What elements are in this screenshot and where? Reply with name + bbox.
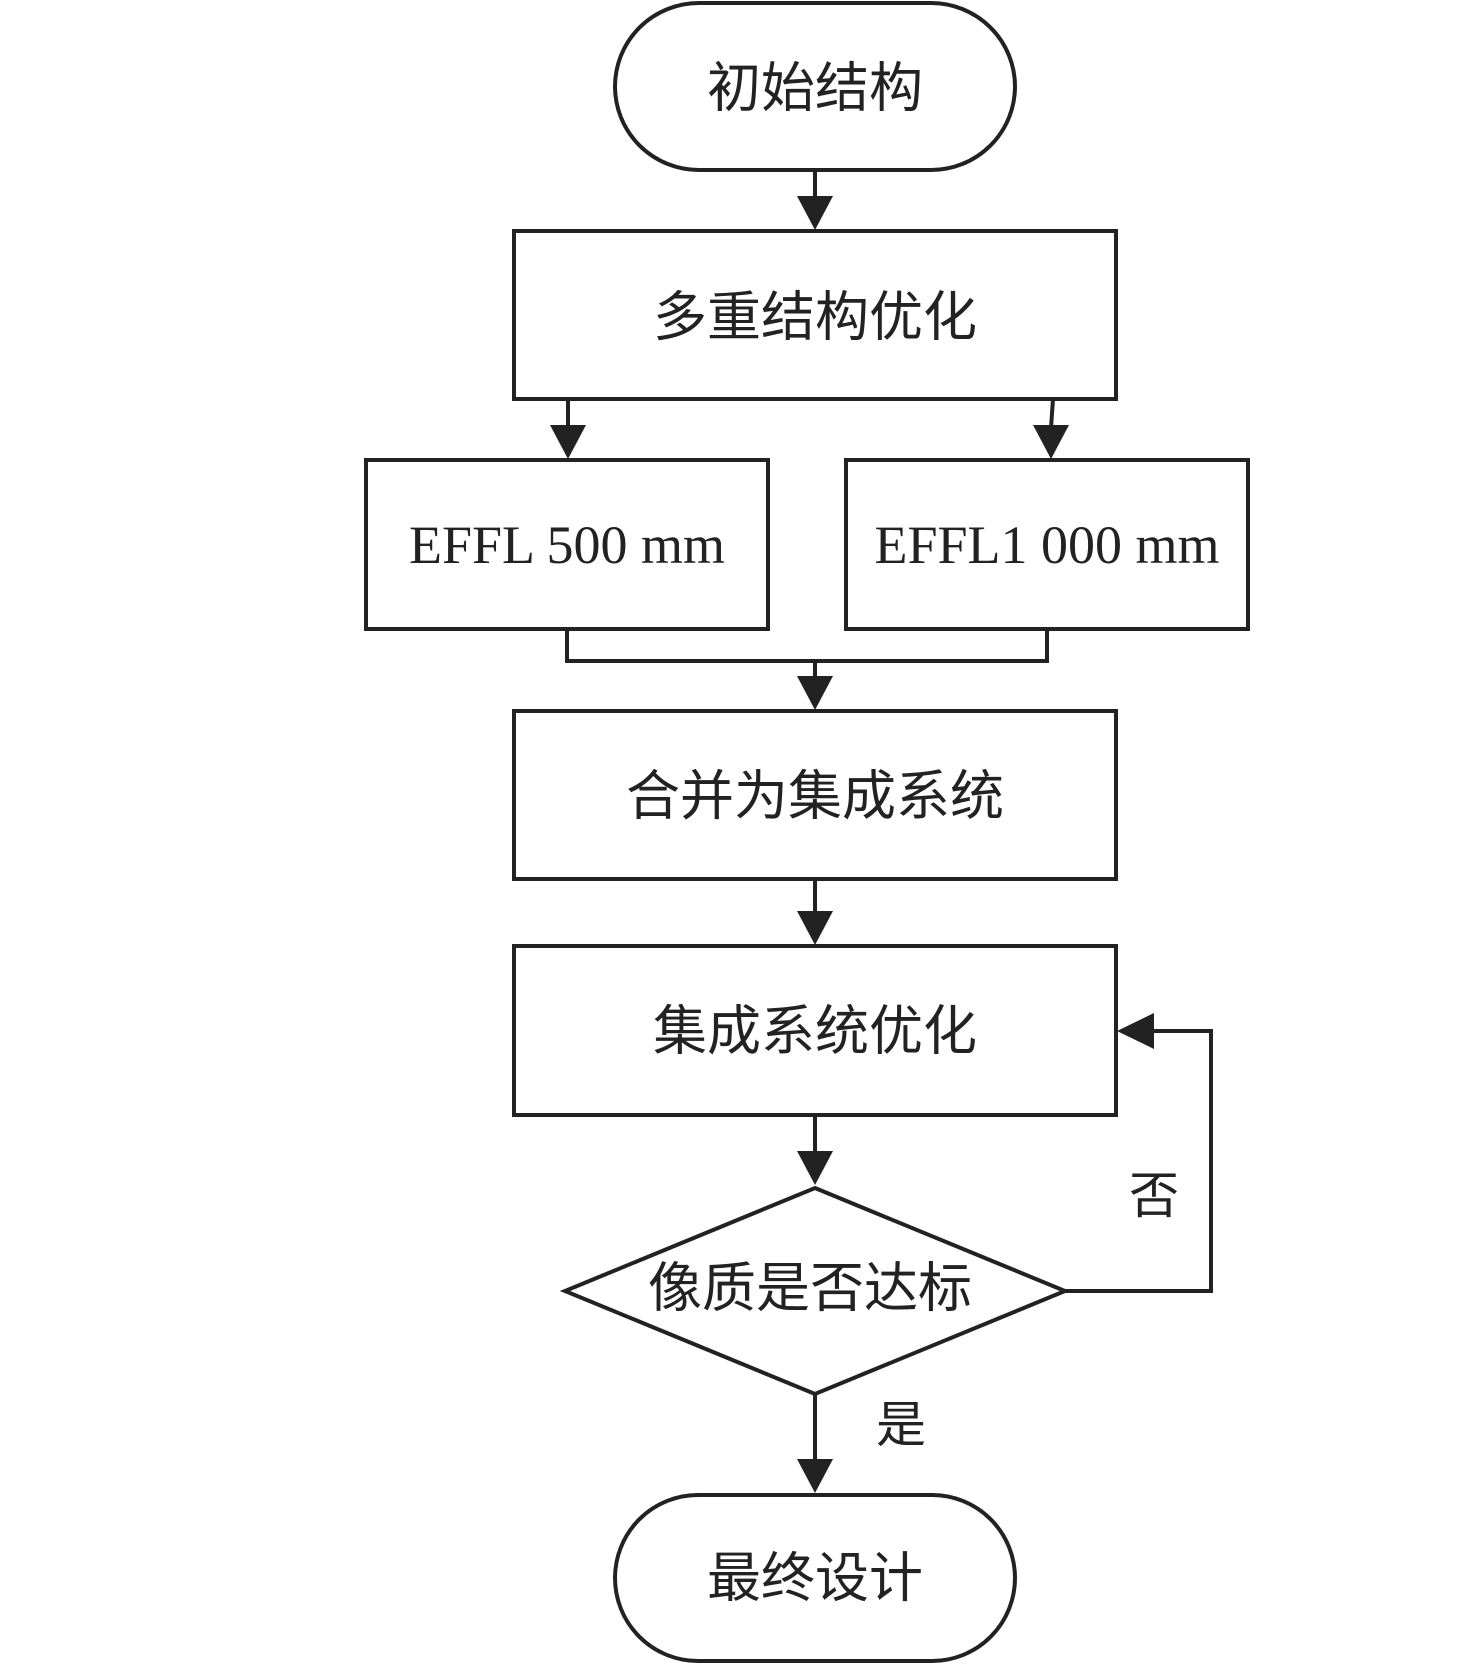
merge-node: 合并为集成系统	[512, 709, 1118, 881]
arrow-merge-to-opt	[797, 879, 833, 945]
arrow-opt-to-decision	[797, 1115, 833, 1185]
feedback-loop-no: 否	[1065, 1013, 1213, 1293]
arrow-start-to-multi	[797, 170, 833, 230]
multi-config-node: 多重结构优化	[512, 229, 1118, 401]
arrow-multi-to-effl500	[550, 399, 586, 459]
start-label: 初始结构	[707, 57, 923, 120]
arrow-decision-to-end-yes: 是	[797, 1394, 926, 1493]
integrated-opt-label: 集成系统优化	[653, 1000, 977, 1063]
effl-500-label: EFFL 500 mm	[409, 515, 725, 575]
no-label: 否	[1129, 1167, 1179, 1225]
end-label: 最终设计	[707, 1547, 923, 1610]
yes-label: 是	[876, 1396, 926, 1454]
start-node: 初始结构	[613, 1, 1017, 172]
effl-500-node: EFFL 500 mm	[364, 458, 770, 631]
multi-config-label: 多重结构优化	[653, 286, 977, 349]
arrow-multi-to-effl1000	[1033, 398, 1069, 459]
merge-label: 合并为集成系统	[626, 765, 1004, 828]
merge-connector	[565, 629, 1049, 710]
effl-1000-node: EFFL1 000 mm	[844, 458, 1250, 631]
effl-1000-label: EFFL1 000 mm	[874, 515, 1219, 575]
decision-label: 像质是否达标	[648, 1257, 972, 1320]
decision-node: 像质是否达标	[559, 1185, 1071, 1397]
end-node: 最终设计	[613, 1493, 1017, 1663]
integrated-opt-node: 集成系统优化	[512, 944, 1118, 1117]
